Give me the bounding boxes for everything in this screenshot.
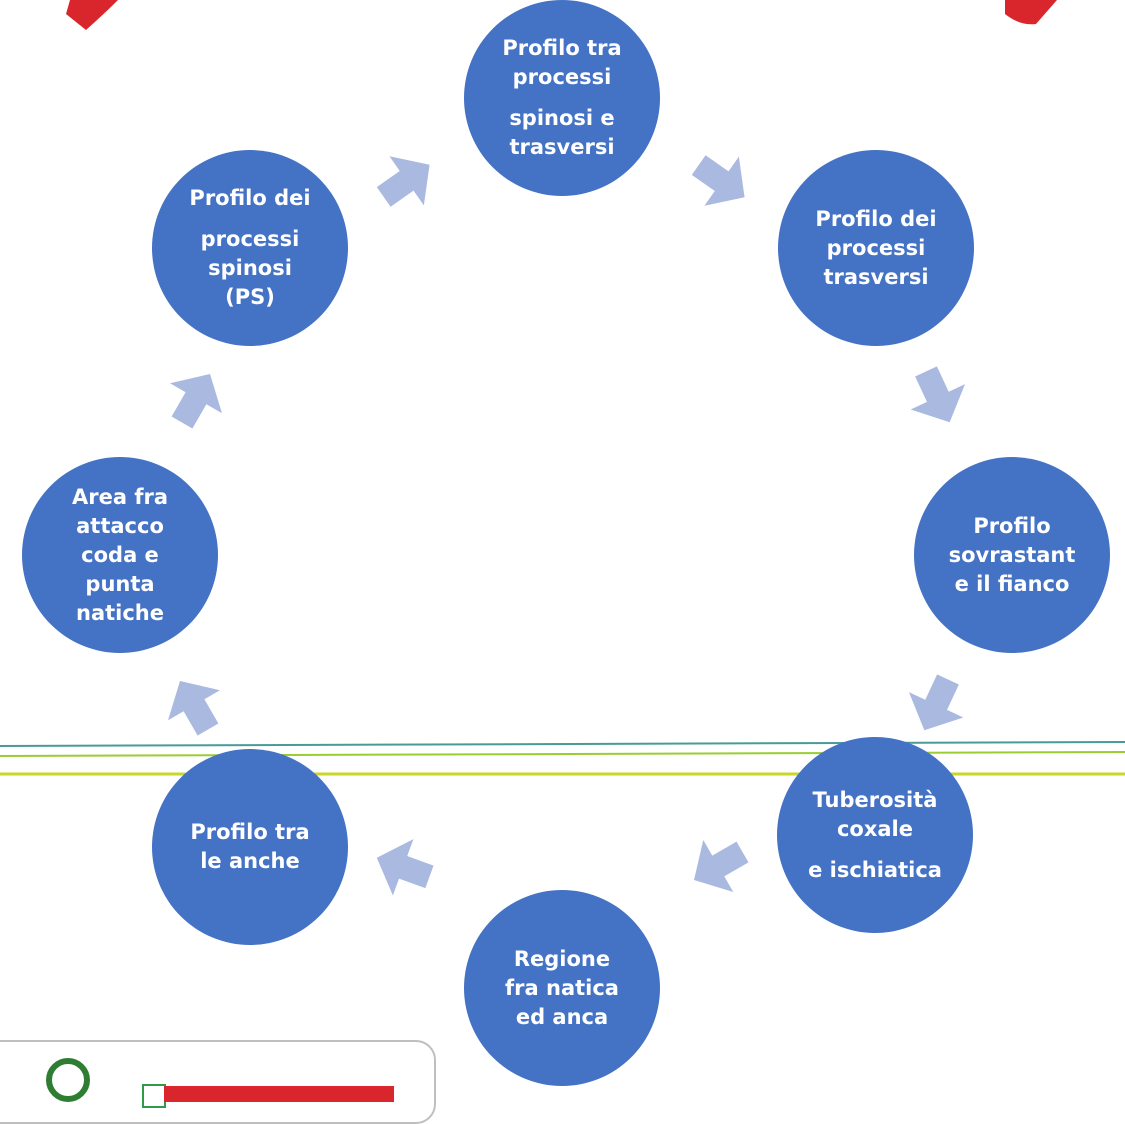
cycle-node-3: Profilo sovrastant e il fianco <box>914 457 1110 653</box>
red-corner-shape-left <box>66 0 118 30</box>
node-label-line: e ischiatica <box>808 857 942 882</box>
node-label-line: fra natica <box>505 975 619 1000</box>
cycle-arrow-5 <box>694 840 749 892</box>
cycle-arrow-6 <box>376 839 434 896</box>
footer-logo-box <box>0 1040 436 1124</box>
node-label-line: Profilo dei <box>815 206 937 231</box>
red-bar-icon <box>164 1086 394 1102</box>
node-label-line: processi <box>200 227 300 251</box>
node-label-line: sovrastant <box>948 542 1076 567</box>
cycle-arrow-4 <box>908 674 964 731</box>
cycle-node-6: Profilo tra le anche <box>152 749 348 945</box>
node-label-line: e il fianco <box>954 571 1070 596</box>
node-label-line: ed anca <box>515 1004 609 1029</box>
node-label-line: processi <box>512 65 612 89</box>
divider-line-green <box>0 751 1125 757</box>
node-label-line: Profilo tra <box>190 820 310 844</box>
red-corner-shape-right <box>1005 0 1057 25</box>
cycle-node-1: Profilo tra processi spinosi e trasversi <box>464 0 660 196</box>
cycle-node-5: Regione fra natica ed anca <box>464 890 660 1086</box>
node-label-line: Regione <box>513 946 611 971</box>
node-label-line: Profilo dei <box>189 186 311 210</box>
node-label-line: coda e <box>81 542 159 567</box>
flag-green-icon <box>142 1084 166 1108</box>
cycle-arrow-7 <box>168 681 220 736</box>
node-label-line: punta <box>85 571 155 596</box>
node-label-line: attacco <box>76 513 164 538</box>
node-label-line: Area fra <box>72 484 168 509</box>
cycle-node-4: Tuberosità coxale e ischiatica <box>777 737 973 933</box>
emblem-icon <box>46 1058 90 1102</box>
node-label-line: trasversi <box>823 264 929 289</box>
node-label-line: Profilo <box>973 513 1051 538</box>
node-label-line: Profilo tra <box>502 36 622 60</box>
node-label-line: (PS) <box>225 285 275 309</box>
cycle-arrow-3 <box>910 366 966 423</box>
node-label-line: Tuberosità <box>812 787 938 812</box>
cycle-arrow-8 <box>170 374 222 429</box>
divider-line-teal <box>0 741 1125 747</box>
node-label-line: le anche <box>200 849 300 873</box>
cycle-arrow-2 <box>691 155 745 206</box>
cycle-arrow-1 <box>376 156 430 207</box>
node-label-line: natiche <box>76 600 164 625</box>
node-label-line: spinosi <box>208 256 292 280</box>
node-label-line: coxale <box>836 816 914 841</box>
node-label-line: trasversi <box>509 135 615 159</box>
cycle-node-2: Profilo dei processi trasversi <box>778 150 974 346</box>
cycle-node-8: Profilo dei processi spinosi (PS) <box>152 150 348 346</box>
node-label-line: spinosi e <box>509 106 615 130</box>
cycle-node-7: Area fra attacco coda e punta natiche <box>22 457 218 653</box>
node-label-line: processi <box>826 235 926 260</box>
